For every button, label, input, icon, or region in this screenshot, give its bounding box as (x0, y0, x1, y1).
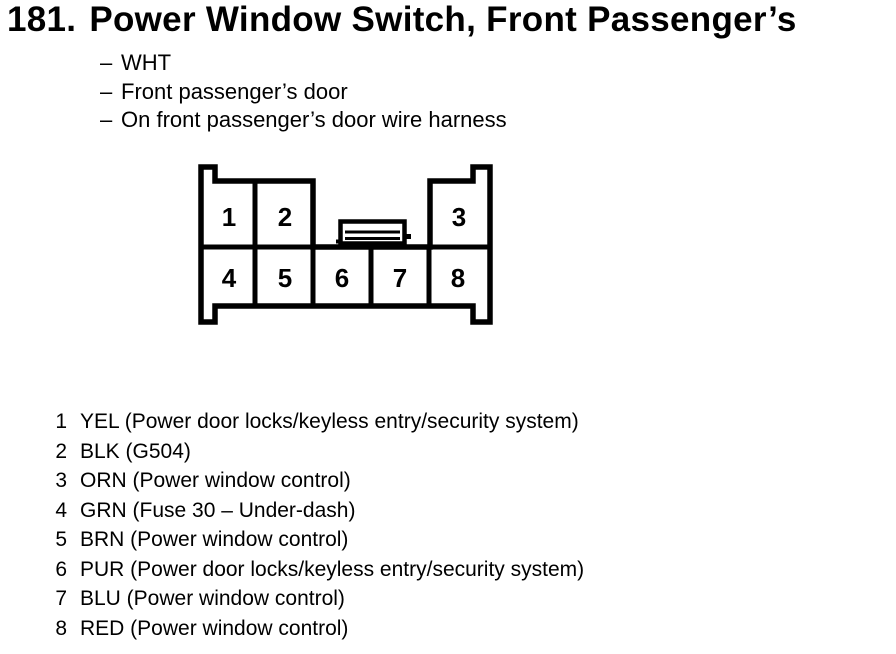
connector-cavity-5: 5 (277, 263, 293, 293)
bullet-text: WHT (121, 50, 172, 75)
page-title: 181. Power Window Switch, Front Passenge… (7, 2, 797, 37)
bullet-item: – Front passenger’s door (100, 78, 507, 107)
connector-body-outline (198, 164, 493, 325)
bullet-item: – WHT (100, 49, 507, 78)
dash-icon: – (100, 50, 113, 75)
pin-number: 8 (55, 616, 67, 640)
pin-label: BRN (Power window control) (80, 528, 349, 551)
connector-cavity-3: 3 (451, 202, 467, 232)
pin-label: BLU (Power window control) (80, 587, 345, 610)
dash-icon: – (100, 78, 113, 104)
connector-cavity-2: 2 (277, 202, 293, 232)
pin-number: 2 (55, 439, 67, 463)
pin-label: GRN (Fuse 30 – Under-dash) (80, 498, 356, 522)
pin-row: 2 BLK (G504) (54, 437, 584, 467)
bullet-list: – WHT – Front passenger’s door – On fron… (100, 49, 507, 135)
connector-cavity-6: 6 (334, 263, 350, 293)
figure-title: Power Window Switch, Front Passenger’s (89, 0, 797, 39)
pin-list: 1 YEL (Power door locks/keyless entry/se… (54, 407, 584, 643)
pin-label: RED (Power window control) (80, 616, 349, 640)
pin-number: 7 (55, 587, 67, 610)
pin-number: 5 (55, 528, 67, 551)
bullet-text: On front passenger’s door wire harness (121, 107, 507, 133)
pin-label: PUR (Power door locks/keyless entry/secu… (80, 557, 585, 581)
connector-cavity-4: 4 (221, 263, 237, 293)
pin-label: YEL (Power door locks/keyless entry/secu… (80, 410, 579, 433)
connector-cavity-8: 8 (450, 263, 466, 293)
pin-label: ORN (Power window control) (80, 469, 351, 492)
bullet-item: – On front passenger’s door wire harness (100, 106, 507, 135)
bullet-text: Front passenger’s door (121, 78, 348, 104)
pin-number: 1 (55, 410, 67, 433)
pin-row: 6 PUR (Power door locks/keyless entry/se… (54, 555, 584, 585)
latch-icon (336, 219, 411, 246)
pin-label: BLK (G504) (80, 439, 191, 463)
connector-cavity-7: 7 (392, 263, 408, 293)
pin-number: 6 (55, 557, 67, 581)
pin-row: 5 BRN (Power window control) (54, 525, 584, 555)
pin-row: 8 RED (Power window control) (54, 614, 584, 644)
pin-number: 4 (55, 498, 67, 522)
connector-cavity-1: 1 (221, 202, 237, 232)
pin-row: 1 YEL (Power door locks/keyless entry/se… (54, 407, 584, 437)
pin-row: 3 ORN (Power window control) (54, 466, 584, 496)
pin-row: 4 GRN (Fuse 30 – Under-dash) (54, 496, 584, 526)
pin-row: 7 BLU (Power window control) (54, 584, 584, 614)
figure-number: 181. (7, 0, 77, 39)
pin-number: 3 (55, 469, 67, 492)
dash-icon: – (100, 107, 113, 133)
